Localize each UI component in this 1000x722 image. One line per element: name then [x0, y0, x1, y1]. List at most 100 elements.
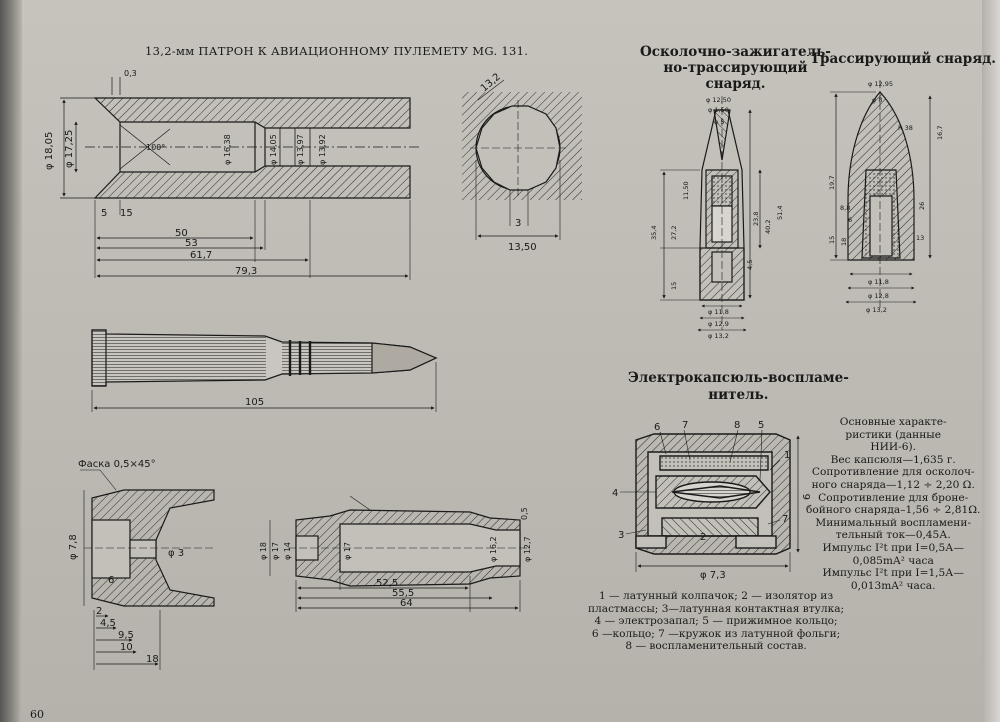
dim-tr-12-95: φ 12,95 — [868, 80, 893, 88]
primer-callouts: 6 7 8 5 1 4 3 2 7 6 φ 7,3 — [612, 420, 813, 581]
dim-oz-1-50: φ 1,50 — [708, 106, 729, 114]
dim-tr-8-8: 8,8 — [840, 204, 850, 212]
dim-chamfer: Фаска 0,5×45° — [78, 459, 156, 470]
dim-el-7-3: φ 7,3 — [700, 570, 726, 581]
spec-line: Вес капсюля—1,635 г. — [830, 453, 956, 466]
electric-primer-section — [620, 429, 800, 572]
spec-line: Минимальный воспламени- — [815, 516, 971, 529]
dim-tr-19-7: 19,7 — [828, 176, 836, 190]
callout-6: 6 — [654, 422, 660, 433]
dim-61-7: 61,7 — [190, 250, 212, 261]
spec-line: ного снаряда—1,12 ÷ 2,20 Ω. — [811, 478, 975, 491]
dim-case-17: φ 17 — [271, 542, 280, 560]
legend-line: 6 —кольцо; 7 —кружок из латунной фольги; — [591, 627, 841, 640]
dim-angle-100: 100° — [146, 143, 165, 152]
dim-oz-4-5: 4,5 — [746, 260, 754, 270]
dim-13-50: 13,50 — [508, 242, 537, 253]
legend-line: 1 — латунный колпачок; 2 — изолятор из — [598, 590, 834, 602]
dim-tr-13: 13 — [916, 234, 924, 242]
dim-tr-26: 26 — [918, 202, 926, 210]
callout-1: 1 — [784, 450, 790, 461]
callout-2: 2 — [700, 532, 706, 543]
dim-oz-5: φ 5 — [714, 118, 725, 126]
case-dimensions: φ 18 φ 17 φ 14 φ 17 φ 16,2 φ 12,7 0,5 52… — [259, 507, 532, 609]
dim-10: 10 — [120, 642, 133, 653]
case-section — [269, 495, 528, 612]
dim-tr-13-2: φ 13,2 — [866, 306, 887, 314]
dim-tr-15: 15 — [828, 236, 836, 244]
dim-case-18: φ 18 — [259, 542, 268, 560]
bore-cross-section — [462, 79, 582, 240]
dim-13-92: φ 13,92 — [318, 134, 327, 165]
legend-line: 8 — воспламенительный состав. — [625, 640, 807, 653]
dim-16-38: φ 16,38 — [223, 134, 232, 165]
spec-line: НИИ-6). — [870, 441, 916, 454]
dim-3: 3 — [515, 218, 521, 229]
dim-79-3: 79,3 — [235, 266, 257, 277]
cartridge-side-view — [91, 329, 438, 412]
dim-oz-13-2: φ 13,2 — [708, 332, 729, 340]
primer-legend: 1 — латунный колпачок; 2 — изолятор из п… — [588, 590, 844, 653]
tracer-projectile-section — [830, 80, 932, 310]
dim-15: 15 — [120, 208, 133, 219]
dim-5: 5 — [101, 208, 107, 219]
dim-55-5: 55,5 — [392, 588, 414, 599]
callout-4: 4 — [612, 488, 618, 499]
oz-projectile-heading: Осколочно-зажигатель- но-трассирующий сн… — [640, 44, 831, 92]
spec-line: ристики (данные — [845, 428, 941, 441]
dim-52-5: 52,5 — [376, 578, 398, 589]
callout-8: 8 — [734, 420, 740, 431]
dim-6: 6 — [108, 575, 114, 586]
spec-line: 0,013mA² часа. — [850, 579, 936, 592]
dim-oz-12-9: φ 12,9 — [708, 320, 729, 328]
tracer-dimensions: φ 12,95 φ 8 19,7 16,7 R 38 26 8,8 6 13 1… — [828, 80, 944, 314]
oz-heading-line-1: Осколочно-зажигатель- — [640, 44, 831, 60]
dim-tr-r38: R 38 — [898, 124, 913, 132]
dim-oz-11-8: φ 11,8 — [708, 308, 729, 316]
callout-5: 5 — [758, 420, 764, 431]
spec-line: Импульс I²t при I=0,5А— — [822, 541, 964, 554]
spec-line: 0,085mA² часа — [852, 554, 934, 567]
dim-13-97: φ 13,97 — [296, 134, 305, 165]
barrel-dimensions: φ 18,05 φ 17,25 φ 16,38 φ 14,05 φ 13,97 … — [44, 69, 327, 277]
spec-line: Основные характе- — [839, 416, 947, 428]
dim-case-0-5: 0,5 — [520, 507, 529, 520]
dim-tr-18: 18 — [840, 238, 848, 246]
dim-oz-15: 15 — [670, 282, 678, 290]
primer-heading-line-2: нитель. — [708, 387, 769, 403]
spec-line: Импульс I²t при I=1,5А— — [822, 567, 964, 580]
oz-heading-line-3: снаряд. — [705, 76, 766, 92]
tracer-heading: Трассирующий снаряд. — [810, 51, 996, 67]
page-edge — [982, 0, 1000, 722]
legend-line: пластмассы; 3—латунная контактная втулка… — [588, 602, 845, 615]
legend-line: 4 — электрозапал; 5 — прижимное кольцо; — [594, 615, 838, 628]
callout-7: 7 — [682, 420, 688, 431]
oz-heading-line-2: но-трассирующий — [663, 60, 808, 76]
dim-oz-51-4: 51,4 — [776, 206, 784, 220]
dim-oz-11-50: 11,50 — [682, 181, 690, 200]
dim-50: 50 — [175, 228, 188, 239]
dim-64: 64 — [400, 598, 413, 609]
spec-line: бойного снаряда–1,56 ÷ 2,81Ω. — [806, 504, 981, 517]
dim-0-3: 0,3 — [124, 69, 137, 78]
dim-tr-8: φ 8 — [872, 96, 883, 104]
dim-case-14: φ 14 — [283, 542, 292, 560]
callout-7b: 7 — [782, 514, 788, 525]
barrel-chamber-section — [60, 77, 420, 280]
dim-14-05: φ 14,05 — [269, 134, 278, 165]
dim-oz-23-8: 23,8 — [752, 212, 760, 226]
spec-line: Сопротивление для осколоч- — [811, 466, 975, 479]
primer-specs: Основные характе- ристики (данные НИИ-6)… — [806, 416, 980, 592]
base-dimensions: Фаска 0,5×45° φ 7,8 φ 3 6 2 4,5 9,5 10 1… — [68, 459, 184, 665]
spec-line: тельный ток—0,45А. — [835, 529, 951, 542]
dim-tr-11-8: φ 11,8 — [868, 278, 889, 286]
primer-heading: Электрокапсюль-воспламе- нитель. — [628, 370, 849, 404]
dim-oz-12-50: φ 12,50 — [706, 96, 731, 104]
dim-4-5: 4,5 — [100, 618, 116, 629]
dim-9-5: 9,5 — [118, 630, 134, 641]
callout-3: 3 — [618, 530, 624, 541]
dim-tr-16-7: 16,7 — [936, 126, 944, 140]
dim-case-12-7: φ 12,7 — [523, 536, 532, 562]
dim-el-6: 6 — [802, 494, 813, 500]
